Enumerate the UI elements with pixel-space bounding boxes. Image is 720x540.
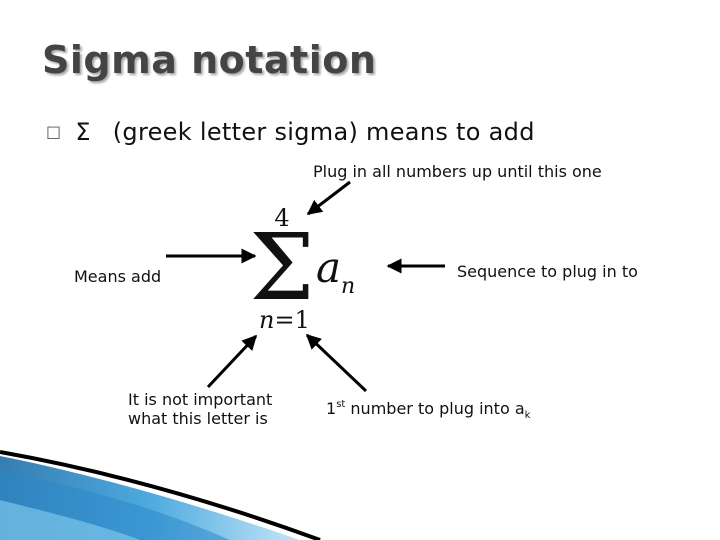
term-base: a bbox=[316, 243, 341, 292]
slide-title: Sigma notation bbox=[42, 38, 377, 82]
bullet-sigma-symbol: Σ bbox=[75, 118, 91, 146]
lower-limit: n=1 bbox=[259, 306, 310, 334]
lower-limit-note: 1st number to plug into ak bbox=[326, 399, 530, 421]
upper-limit-note: Plug in all numbers up until this one bbox=[313, 162, 602, 181]
arrow-to-index-variable bbox=[206, 334, 258, 389]
lower-limit-note-number: 1 bbox=[326, 399, 337, 418]
arrow-to-upper-limit bbox=[306, 180, 351, 216]
index-note: It is not important what this letter is bbox=[128, 390, 273, 428]
term-subscript: n bbox=[341, 274, 355, 299]
decorative-swoosh bbox=[0, 450, 321, 540]
bullet-item: □ Σ (greek letter sigma) means to add bbox=[46, 118, 535, 146]
bullet-text: (greek letter sigma) means to add bbox=[112, 118, 535, 146]
index-variable: n bbox=[259, 306, 274, 334]
upper-limit: 4 bbox=[274, 204, 289, 232]
sigma-note: Means add bbox=[74, 267, 162, 286]
lower-limit-note-subscript: k bbox=[524, 410, 531, 421]
lower-limit-note-superscript: st bbox=[336, 399, 346, 410]
bullet-square-icon: □ bbox=[46, 122, 62, 141]
arrow-to-lower-limit bbox=[305, 333, 368, 393]
sigma-symbol: Σ bbox=[249, 214, 314, 321]
sequence-note: Sequence to plug in to bbox=[457, 262, 638, 281]
index-equals: = bbox=[274, 306, 294, 334]
lower-limit-value: 1 bbox=[295, 306, 310, 334]
lower-limit-note-text: number to plug into a bbox=[345, 399, 525, 418]
